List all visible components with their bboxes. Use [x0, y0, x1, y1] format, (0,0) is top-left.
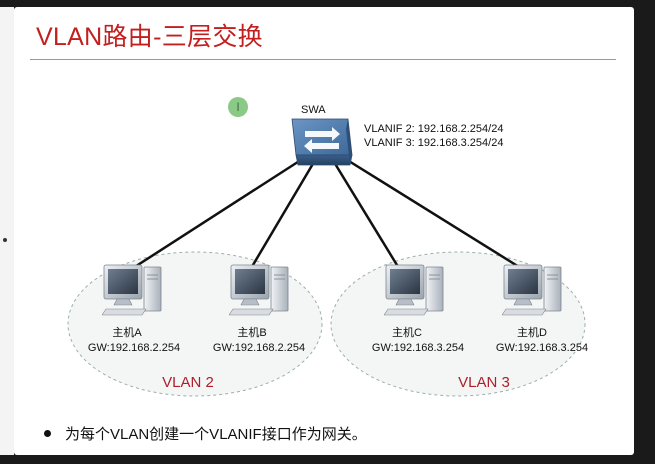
pointer-cursor-icon: I [228, 97, 248, 117]
slide: VLAN路由-三层交换 [14, 7, 634, 455]
host-d-name: 主机D [517, 325, 547, 339]
switch-label: SWA [301, 104, 326, 116]
vlan-2-label: VLAN 2 [162, 374, 214, 391]
host-a-name: 主机A [112, 325, 142, 339]
bullet-dot-icon [44, 430, 51, 437]
slide-title: VLAN路由-三层交换 [36, 23, 263, 51]
link-swa-hostc [332, 161, 402, 271]
vlanif-3-label: VLANIF 3: 192.168.3.254/24 [364, 137, 503, 149]
title-divider [30, 59, 616, 60]
host-d-gateway: GW:192.168.3.254 [496, 342, 588, 354]
vlan-3-label: VLAN 3 [458, 374, 510, 391]
host-b-name: 主机B [237, 325, 266, 339]
host-b-gateway: GW:192.168.2.254 [213, 342, 305, 354]
network-diagram: SWA VLANIF 2: 192.168.2.254/24 VLANIF 3:… [67, 104, 588, 397]
left-edge [0, 7, 14, 455]
vlanif-2-label: VLANIF 2: 192.168.2.254/24 [364, 123, 503, 135]
host-a-gateway: GW:192.168.2.254 [88, 342, 180, 354]
left-edge-mark [3, 238, 7, 242]
host-c-gateway: GW:192.168.3.254 [372, 342, 464, 354]
link-swa-hosta [129, 156, 305, 272]
bullet-item: 为每个VLAN创建一个VLANIF接口作为网关。 [44, 423, 367, 444]
link-swa-hostb [248, 161, 316, 271]
host-c-name: 主机C [392, 325, 422, 339]
bullet-text: 为每个VLAN创建一个VLANIF接口作为网关。 [65, 426, 367, 443]
right-edge [634, 0, 655, 464]
link-swa-hostd [343, 156, 525, 272]
switch-icon [291, 118, 353, 166]
